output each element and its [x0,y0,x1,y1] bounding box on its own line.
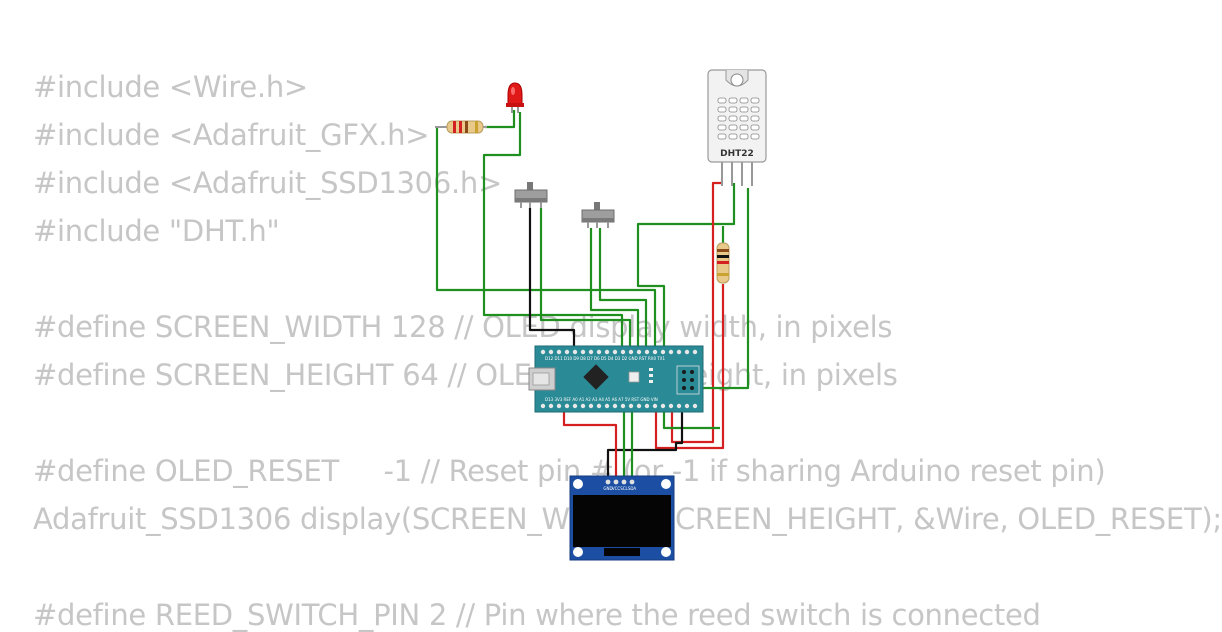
nano-top-header [540,349,698,355]
wire-dht-data [636,183,736,350]
code-line-include-ssd1306: #include <Adafruit_SSD1306.h> [33,166,502,200]
wire-switch2-green-a [589,228,640,350]
arduino-nano[interactable]: D12 D11 D10 D9 D8 D7 D6 D5 D4 D3 D2 GND … [528,345,704,413]
oled-screen [573,495,671,547]
oled-pin-sda: SDA [628,486,637,491]
circuit-diagram: DHT22 D12 D11 D10 D9 D8 D7 D6 D5 D4 D3 D… [435,69,767,561]
dht22-label: DHT22 [720,149,754,159]
nano-top-pin-labels: D12 D11 D10 D9 D8 D7 D6 D5 D4 D3 D2 GND … [545,356,665,361]
code-line-include-dht: #include "DHT.h" [33,214,280,248]
wire-led-to-resistor [485,110,516,129]
dht22-vents [717,97,760,140]
code-background: #include <Wire.h> #include <Adafruit_GFX… [33,0,1222,632]
pullup-resistor[interactable] [716,242,730,284]
wire-switch1-green [539,208,632,350]
code-line-include-wire: #include <Wire.h> [33,70,308,104]
oled-display[interactable]: GND VCC SCL SDA [569,475,675,561]
wire-switch2-green-b [598,228,648,350]
code-line-display-init: Adafruit_SSD1306 display(SCREEN_WIDTH, S… [33,502,1222,536]
wire-resistor-led-to-nano [435,128,657,350]
oled-ribbon [604,548,640,556]
red-led[interactable] [506,82,524,113]
code-line-include-gfx: #include <Adafruit_GFX.h> [33,118,430,152]
oled-pin-header [605,479,635,485]
wire-oled-gnd [606,412,684,482]
wire-dht-vcc [670,181,722,444]
wire-switch1-black [528,208,576,350]
wire-pullup-red [654,284,725,450]
oled-pin-scl: SCL [620,486,628,491]
slide-switch-1[interactable] [514,182,548,208]
wire-led-to-nano [482,112,624,350]
wires [435,110,750,482]
icsp-header [676,365,700,395]
wire-oled-vcc [562,412,618,482]
oled-pin-vcc: VCC [612,486,621,491]
led-resistor[interactable] [435,120,487,134]
nano-bottom-header [540,403,698,409]
mcu-chip [583,364,609,390]
oled-pin-gnd: GND [603,486,612,491]
nano-bottom-pin-labels: D13 3V3 REF A0 A1 A2 A3 A4 A5 A6 A7 5V R… [545,397,658,402]
slide-switch-2[interactable] [581,202,615,228]
onboard-leds [649,368,653,383]
usb-connector [528,367,556,391]
code-line-define-reed: #define REED_SWITCH_PIN 2 // Pin where t… [33,598,1041,632]
dht22-sensor[interactable]: DHT22 [707,69,767,186]
reset-button[interactable] [628,371,640,383]
